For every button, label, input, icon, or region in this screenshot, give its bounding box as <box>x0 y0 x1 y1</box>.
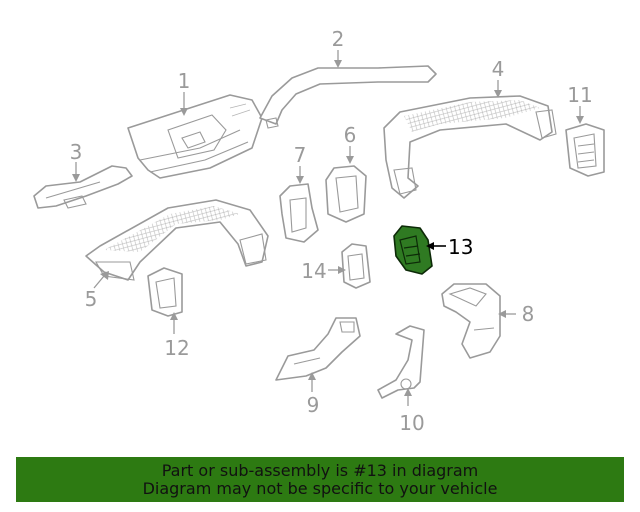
callout-8: 8 <box>498 302 534 326</box>
part-3-left-duct <box>33 165 133 209</box>
svg-text:6: 6 <box>344 123 357 147</box>
part-14-small-duct <box>341 243 371 289</box>
part-7-connector-duct <box>279 183 319 243</box>
svg-text:4: 4 <box>492 57 505 81</box>
svg-text:1: 1 <box>178 69 191 93</box>
part-6-connector-duct <box>325 165 367 223</box>
callout-10: 10 <box>399 388 425 435</box>
parts-diagram: 1 2 3 4 5 6 7 8 9 10 <box>33 27 605 435</box>
part-5-floor-duct <box>85 199 269 281</box>
part-10-floor-duct <box>377 325 425 399</box>
callout-13: 13 <box>426 235 473 259</box>
svg-text:8: 8 <box>522 302 535 326</box>
svg-text:12: 12 <box>164 336 189 360</box>
part-4-right-duct <box>383 95 557 199</box>
svg-text:14: 14 <box>301 259 326 283</box>
part-13-highlighted-duct <box>393 225 433 275</box>
callout-14: 14 <box>301 259 346 283</box>
svg-text:9: 9 <box>307 393 320 417</box>
callout-4: 4 <box>492 57 505 98</box>
callout-11: 11 <box>567 83 593 124</box>
svg-text:13: 13 <box>448 235 473 259</box>
part-8-outlet-duct <box>441 283 501 359</box>
svg-text:5: 5 <box>85 287 98 311</box>
part-1-center-duct <box>127 94 263 179</box>
part-9-floor-duct <box>275 317 361 381</box>
svg-text:11: 11 <box>567 83 592 107</box>
svg-text:3: 3 <box>70 140 83 164</box>
callout-7: 7 <box>294 143 307 184</box>
callout-5: 5 <box>85 271 109 311</box>
callout-1: 1 <box>178 69 191 116</box>
callout-12: 12 <box>164 312 190 360</box>
svg-text:2: 2 <box>332 27 345 51</box>
callout-3: 3 <box>70 140 83 182</box>
svg-text:10: 10 <box>399 411 424 435</box>
callout-6: 6 <box>344 123 357 164</box>
banner-line-1: Part or sub-assembly is #13 in diagram <box>161 460 479 480</box>
banner-line-2: Diagram may not be specific to your vehi… <box>142 478 498 498</box>
svg-text:7: 7 <box>294 143 307 167</box>
callout-2: 2 <box>332 27 345 68</box>
callout-9: 9 <box>307 372 320 417</box>
part-12-vent-duct <box>147 267 183 317</box>
part-2-defroster-duct <box>259 65 437 129</box>
part-info-banner: Part or sub-assembly is #13 in diagram D… <box>16 457 624 502</box>
part-11-side-vent <box>565 123 605 177</box>
